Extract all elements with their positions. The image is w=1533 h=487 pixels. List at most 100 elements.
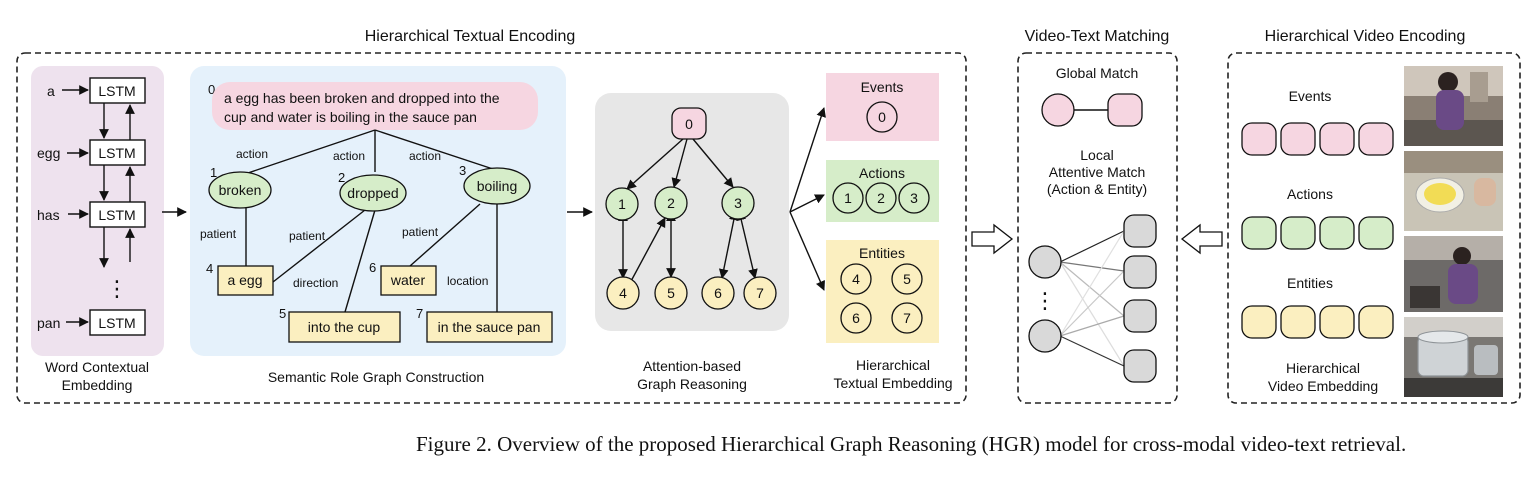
global-match-label: Global Match [1056,65,1138,81]
graph-node-5 [654,276,688,310]
entity-node-5 [891,263,923,295]
embedding-node-label: 6 [852,310,860,326]
verb-node-boiling [463,167,531,205]
local-video-node [1123,349,1157,383]
graph-node-label: 1 [618,196,626,212]
lstm-label: LSTM [98,207,135,223]
entity-node-7 [891,302,923,334]
local-match-label: Attentive Match [1049,164,1146,180]
graph-node-label: 2 [667,195,675,211]
arrow-to-actions [789,194,825,213]
verb-label: boiling [477,178,517,194]
embedding-node-label: 1 [844,190,852,206]
video-text-matching: Global Match Local Attentive Match (Acti… [1028,65,1157,383]
entity-index: 7 [416,306,423,321]
local-video-node [1123,255,1157,289]
hierarchical-video-encoding: Events Actions Entities Hierarchical Vid… [1241,66,1503,397]
srg-caption: Semantic Role Graph Construction [268,369,484,385]
entities-label: Entities [859,245,905,261]
arrow-to-events [789,107,826,213]
semantic-role-graph: 0 a egg has been broken and dropped into… [190,66,566,385]
video-embedding-caption: Video Embedding [1268,378,1378,394]
entity-node-a-egg [217,265,274,296]
actions-label: Actions [859,165,905,181]
global-video-node [1107,93,1143,127]
sentence-line: a egg has been broken and dropped into t… [224,90,500,106]
graph-node-label: 6 [714,285,722,301]
word-embedding-caption: Word Contextual [45,359,149,375]
local-match-label: (Action & Entity) [1047,181,1147,197]
video-encoding-title: Hierarchical Video Encoding [1265,28,1466,45]
edge-label-action: action [409,149,441,163]
video-embedding-caption: Hierarchical [1286,360,1360,376]
edge-label-patient: patient [200,227,237,241]
graph-node-label: 7 [756,285,764,301]
local-text-node [1028,319,1062,353]
local-video-node [1123,214,1157,248]
textual-encoding-title: Hierarchical Textual Encoding [365,28,575,45]
lstm-cell-1 [89,77,146,104]
lstm-label: LSTM [98,83,135,99]
graph-node-4 [606,276,640,310]
local-ellipsis: ⋮ [1034,288,1056,313]
graph-node-3 [721,186,755,220]
video-frame-1 [1404,66,1503,146]
edge-label-location: location [447,274,488,288]
event-node-0 [866,101,898,133]
srg-root-index: 0 [208,82,215,97]
graph-node-6 [701,276,735,310]
lstm-cell-2 [89,139,146,166]
graph-reasoning-caption: Graph Reasoning [637,376,747,392]
arrow-to-entities [789,211,825,291]
graph-node-1 [605,187,639,221]
video-frame-3 [1404,236,1503,312]
video-entity-nodes [1241,305,1394,339]
lstm-ellipsis: ⋮ [106,276,128,301]
graph-node-label: 3 [734,195,742,211]
global-text-node [1041,93,1075,127]
entity-label: in the sauce pan [438,319,541,335]
verb-node-dropped [339,174,407,212]
word-egg: egg [37,145,60,161]
verb-node-broken [208,171,272,209]
matching-title: Video-Text Matching [1025,28,1170,45]
embedding-node-label: 7 [903,310,911,326]
embedding-node-label: 5 [903,271,911,287]
hierarchical-textual-embedding: Events 0 Actions 1 2 3 Entities 4 5 6 7 … [826,73,953,391]
graph-node-label: 5 [667,285,675,301]
edge-label-direction: direction [293,276,338,290]
video-frame-4 [1404,317,1503,397]
textual-embedding-caption: Hierarchical [856,357,930,373]
sentence-node [212,82,538,130]
edge-label-action: action [333,149,365,163]
matching-frame [1017,52,1178,404]
entity-node-6 [840,302,872,334]
word-has: has [37,207,60,223]
lstm-label: LSTM [98,315,135,331]
edge-label-patient: patient [402,225,439,239]
figure-caption: Figure 2. Overview of the proposed Hiera… [416,432,1406,456]
action-node-2 [865,182,897,214]
local-match-label: Local [1080,147,1113,163]
lstm-label: LSTM [98,145,135,161]
verb-label: broken [219,182,262,198]
graph-reasoning: 0 1 2 3 4 5 6 7 Attention-based Graph Re… [595,93,789,392]
graph-node-0 [671,107,707,140]
word-pan: pan [37,315,60,331]
entity-node-4 [840,263,872,295]
action-node-1 [832,182,864,214]
block-arrow-right [971,223,1014,255]
textual-embedding-caption: Textual Embedding [833,375,952,391]
lstm-cell-3 [89,201,146,228]
graph-node-2 [654,186,688,220]
embedding-node-label: 4 [852,271,860,287]
entity-label: a egg [227,272,262,288]
graph-node-label: 4 [619,285,627,301]
entity-node-in-the-sauce-pan [426,311,553,343]
graph-node-7 [743,276,777,310]
video-entities-label: Entities [1287,275,1333,291]
graph-node-label: 0 [685,116,693,132]
video-event-nodes [1241,122,1394,156]
entity-label: water [390,272,426,288]
